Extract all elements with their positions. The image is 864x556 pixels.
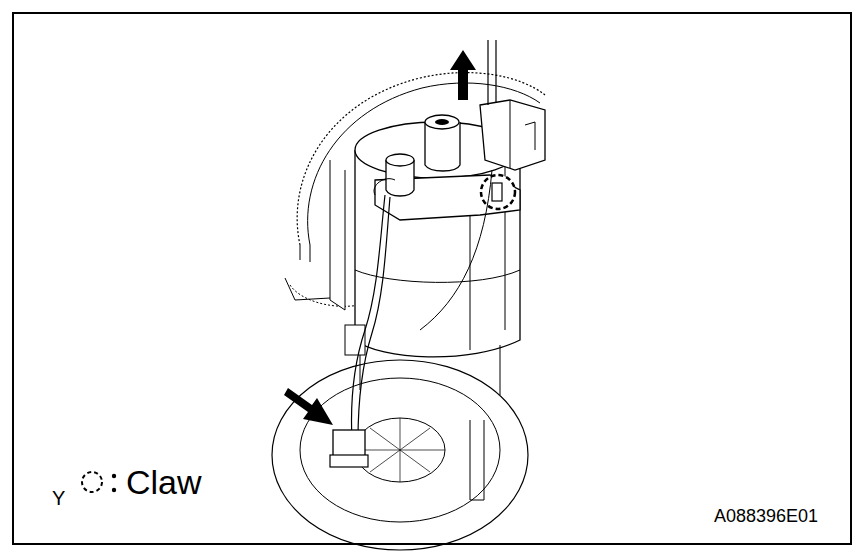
legend-text: Claw [126,465,202,499]
tool [488,40,496,105]
pump-connector [333,430,365,456]
direction-arrow [284,388,333,425]
legend-colon [112,488,116,492]
legend-claw-symbol [82,472,102,492]
frame [13,13,851,544]
legend-colon [112,474,116,478]
claw-marker [481,175,515,209]
connector-housing [480,100,545,170]
figure-code: A088396E01 [714,507,818,525]
wire [352,195,385,440]
filter-base [272,360,528,550]
direction-arrow [450,50,476,100]
stray-mark: Y [52,488,65,508]
